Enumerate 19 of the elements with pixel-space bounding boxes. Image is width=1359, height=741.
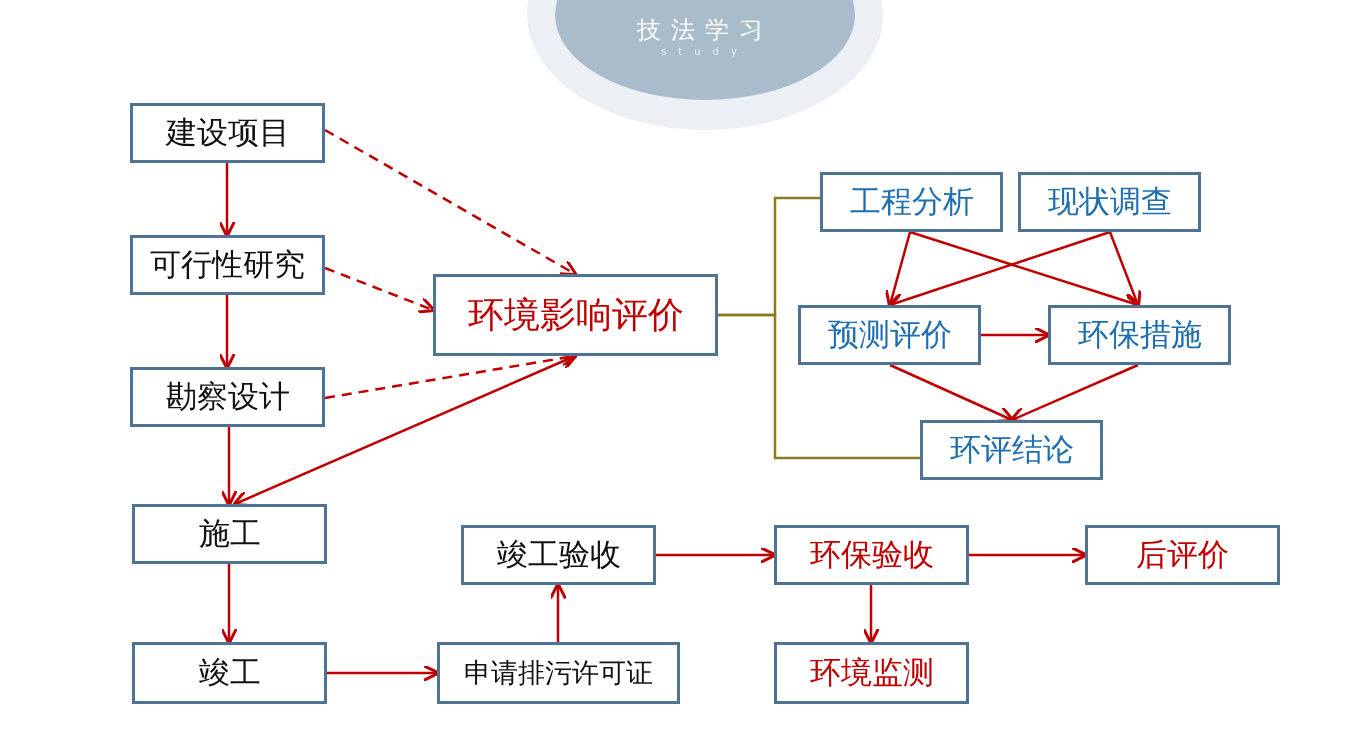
process-box: 后评价 [1085, 525, 1280, 585]
process-box: 施工 [132, 504, 327, 564]
process-box: 预测评价 [798, 305, 981, 365]
process-box: 申请排污许可证 [437, 642, 680, 704]
process-box: 勘察设计 [130, 367, 325, 427]
process-box: 建设项目 [130, 103, 325, 163]
process-box: 可行性研究 [130, 235, 325, 295]
title: 技法学习 [636, 15, 774, 46]
subtitle: study [660, 46, 750, 57]
process-box: 环评结论 [920, 420, 1103, 480]
process-box: 竣工 [132, 642, 327, 704]
process-box: 竣工验收 [461, 525, 656, 585]
process-box: 环保措施 [1048, 305, 1231, 365]
process-box: 环境监测 [774, 642, 969, 704]
process-box: 环保验收 [774, 525, 969, 585]
bracket-line [718, 313, 920, 460]
process-box: 现状调查 [1018, 172, 1201, 232]
process-box: 环境影响评价 [433, 274, 718, 356]
process-box: 工程分析 [820, 172, 1003, 232]
